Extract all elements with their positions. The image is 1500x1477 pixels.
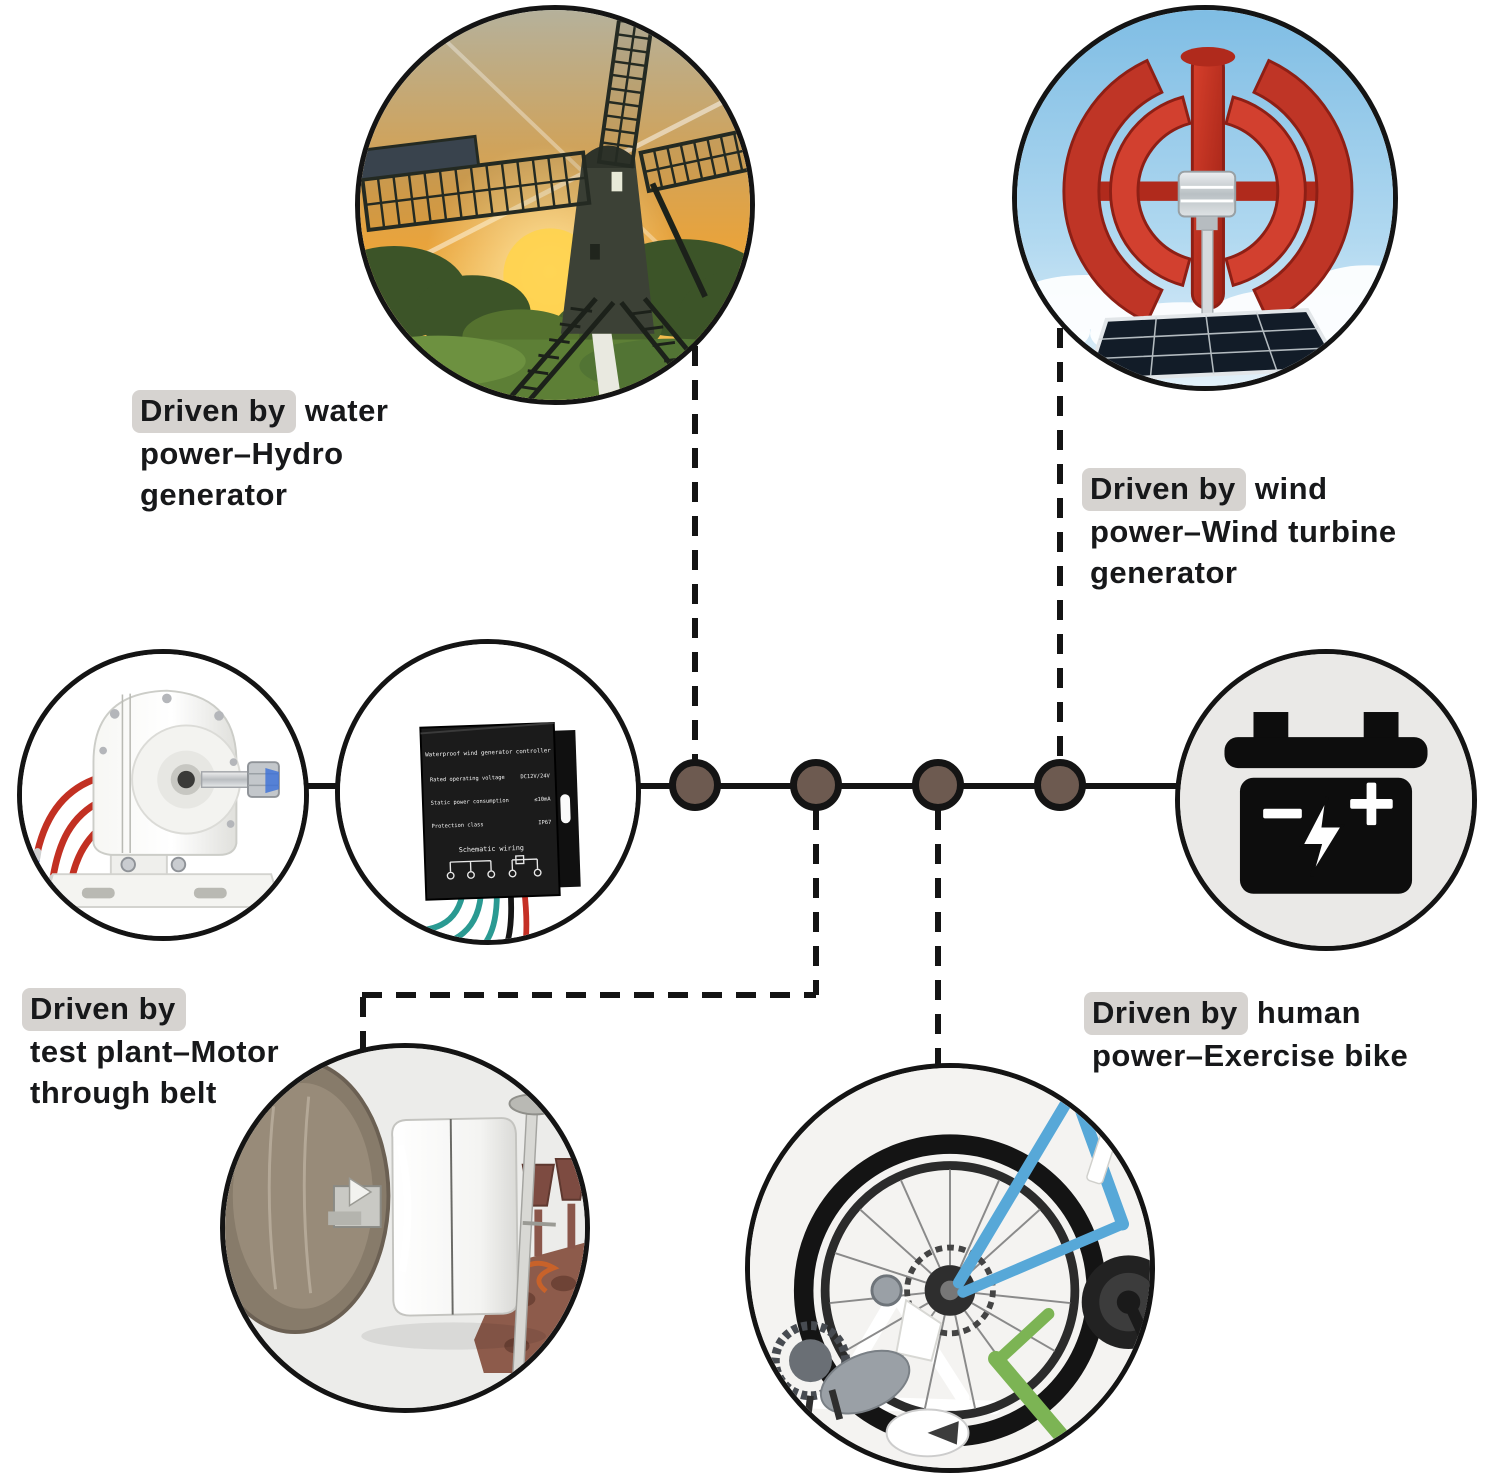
nut-reflection [265, 767, 279, 794]
windmill-sail-left [360, 134, 592, 233]
solar-panel [1084, 308, 1344, 386]
dashed-line-elbow-horizontal [362, 992, 816, 998]
top-cap [1180, 47, 1236, 67]
hydro-label-badge: Driven by [132, 390, 296, 433]
bike-label: Driven by human power–Exercise bike [1084, 992, 1409, 1076]
controller-row2-key: Static power consumption [431, 798, 509, 807]
windmill-roof-lattice [638, 126, 750, 194]
controller-box: Waterproof wind generator controller Rat… [419, 722, 581, 901]
battery-circle [1175, 649, 1477, 951]
dashed-line-node3-to-bike [935, 810, 941, 1064]
wind-label-line3: generator [1090, 555, 1238, 590]
connector-line-generator-controller [306, 783, 340, 789]
blade-left-inner [1109, 95, 1192, 288]
controller-row1-value: DC12V/24V [520, 773, 550, 780]
windmill-sunset-icon [360, 10, 750, 400]
hydro-label-line2: power–Hydro [140, 436, 344, 471]
motor-belt-icon [225, 1048, 585, 1408]
exercise-bike-photo-circle [745, 1063, 1155, 1473]
battery-top-bar [1224, 737, 1428, 769]
dashed-line-turbine-to-node4 [1057, 328, 1063, 760]
bike-label-badge: Driven by [1084, 992, 1248, 1035]
hydro-label-tail: water [304, 393, 389, 428]
bolts [99, 693, 238, 828]
connector-node-1 [669, 759, 721, 811]
dashed-line-node2-down [813, 810, 819, 995]
controller-title: Waterproof wind generator controller [425, 748, 551, 758]
motor-label: Driven by test plant–Motor through belt [22, 988, 280, 1113]
connector-node-3 [912, 759, 964, 811]
hydro-label-line3: generator [140, 477, 288, 512]
trainer-hardware [770, 1274, 970, 1458]
generator-hub [1177, 170, 1237, 218]
bike-frame [952, 1087, 1130, 1459]
windmill [360, 10, 750, 400]
generator-drum [391, 1117, 519, 1317]
box-face [419, 722, 561, 901]
hub-collar [1196, 216, 1218, 231]
battery-icon [1180, 654, 1472, 946]
wind-label-badge: Driven by [1082, 468, 1246, 511]
minus-icon [1263, 808, 1302, 819]
connector-node-2 [790, 759, 842, 811]
windmill-ladders [506, 182, 725, 400]
controller-row1-key: Rated operating voltage [430, 775, 505, 784]
hydro-photo-circle [355, 5, 755, 405]
plus-icon [1350, 782, 1393, 826]
connector-node-4 [1034, 759, 1086, 811]
motor-belt-photo-circle [220, 1043, 590, 1413]
generator-body [92, 689, 280, 873]
battery-symbol [1224, 712, 1428, 894]
wind-turbine-icon [1017, 10, 1393, 386]
hydro-label: Driven by water power–Hydro generator [132, 390, 389, 515]
lantern-turbine [1062, 47, 1354, 340]
bike-label-line2: power–Exercise bike [1092, 1038, 1409, 1073]
disc-brake [904, 1244, 996, 1337]
generator-photo-circle [17, 649, 309, 941]
wind-label: Driven by wind power–Wind turbine genera… [1082, 468, 1397, 593]
connector-line-main-bus [638, 783, 1177, 789]
flywheel [225, 1057, 391, 1335]
controller-row3-key: Protection class [431, 822, 483, 830]
bike-label-tail: human [1256, 995, 1362, 1030]
controller-icon: Waterproof wind generator controller Rat… [340, 644, 636, 940]
motor-label-line2: test plant–Motor [30, 1034, 280, 1069]
controller-footer: Schematic wiring [459, 844, 524, 854]
hub-lines [1180, 185, 1234, 203]
motor-label-badge: Driven by [22, 988, 186, 1031]
dashed-line-hydro-to-node1 [692, 346, 698, 760]
motor-label-line3: through belt [30, 1075, 217, 1110]
controller-row2-value: ≤10mA [534, 797, 551, 804]
roller-unit [819, 1349, 911, 1415]
wind-label-tail: wind [1254, 471, 1328, 506]
dashed-line-down-to-motor [360, 997, 366, 1050]
wind-turbine-photo-circle [1012, 5, 1398, 391]
exercise-bike-icon [750, 1068, 1150, 1468]
wiring-diagram [446, 855, 542, 880]
controller-row3-value: IP67 [538, 820, 551, 826]
generator-icon [22, 654, 304, 936]
controller-photo-circle: Waterproof wind generator controller Rat… [335, 639, 641, 945]
windmill-sail-up [596, 10, 656, 169]
white-path [592, 333, 622, 400]
lightning-bolt-icon [1299, 796, 1346, 878]
drum-shadow [361, 1322, 547, 1350]
clamp-knob [870, 1274, 903, 1307]
wind-label-line2: power–Wind turbine [1090, 514, 1397, 549]
